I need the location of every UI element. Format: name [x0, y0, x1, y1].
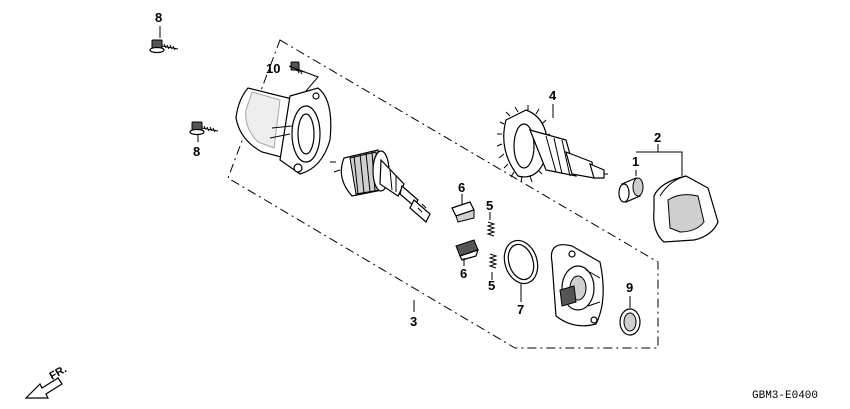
callout-2: 2 [654, 130, 661, 145]
bushing-1 [618, 177, 644, 203]
direction-label: FR. [48, 363, 69, 382]
leader-2 [636, 144, 683, 176]
spring-5-lower [488, 253, 498, 269]
callout-6-upper: 6 [458, 180, 465, 195]
callout-6-lower: 6 [460, 266, 467, 281]
callout-9: 9 [626, 280, 633, 295]
spring-5-upper [486, 221, 496, 237]
front-direction-arrow: FR. [24, 363, 69, 399]
o-ring-7 [503, 239, 539, 285]
bolt-8-lower [189, 121, 219, 136]
callout-5-upper: 5 [486, 198, 493, 213]
bolt-8-top [149, 39, 179, 54]
diagram-code: GBM3-E0400 [752, 390, 818, 402]
brush-6-lower [455, 239, 479, 261]
callout-4: 4 [549, 88, 557, 103]
motor-case [235, 87, 332, 175]
cover-2 [653, 175, 719, 243]
end-cover [550, 244, 604, 327]
callout-8-top: 8 [155, 10, 162, 25]
callout-5-lower: 5 [488, 278, 495, 293]
callout-10: 10 [266, 61, 280, 76]
callout-8-lower: 8 [193, 144, 200, 159]
armature [330, 149, 431, 223]
callout-1: 1 [632, 154, 639, 169]
assembly-boundary [227, 39, 659, 349]
brush-6-upper [451, 201, 475, 223]
starter-clutch-gear-4 [496, 105, 608, 183]
callout-7: 7 [517, 302, 524, 317]
callout-3: 3 [410, 314, 417, 329]
oil-seal-9 [619, 308, 641, 336]
